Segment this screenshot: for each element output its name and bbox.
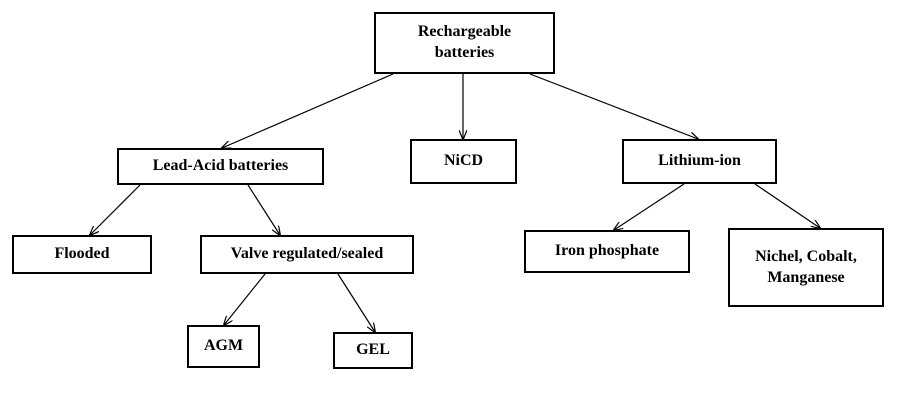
node-flooded: Flooded (12, 235, 152, 274)
node-lead-acid-batteries: Lead-Acid batteries (117, 148, 324, 185)
node-gel: GEL (333, 332, 413, 369)
arrow-valve-to-gel (337, 273, 375, 332)
node-label: Lead-Acid batteries (152, 157, 289, 175)
node-label: Iron phosphate (554, 242, 660, 260)
node-label: Rechargeable batteries (417, 23, 512, 61)
node-agm: AGM (187, 325, 260, 368)
node-label: NiCD (443, 152, 484, 170)
arrow-lead-acid-to-flooded (90, 184, 141, 235)
node-label: GEL (356, 341, 390, 359)
node-nicd: NiCD (410, 139, 517, 184)
node-label: Valve regulated/sealed (230, 245, 384, 263)
node-label: Flooded (54, 245, 110, 263)
arrow-valve-to-agm (224, 273, 266, 325)
arrow-lithium-to-iron-phosphate (614, 183, 685, 230)
node-label: Nichel, Cobalt, Manganese (755, 247, 857, 286)
arrow-root-to-lithium-ion (529, 73, 698, 139)
node-label: Lithium-ion (658, 152, 741, 170)
node-iron-phosphate: Iron phosphate (524, 230, 690, 273)
node-nickel-cobalt-manganese: Nichel, Cobalt, Manganese (728, 228, 884, 307)
arrow-lead-acid-to-valve (247, 184, 280, 235)
node-label: AGM (203, 337, 244, 355)
arrow-lithium-to-nmc (754, 183, 820, 228)
node-valve-regulated-sealed: Valve regulated/sealed (200, 235, 414, 274)
node-rechargeable-batteries: Rechargeable batteries (374, 12, 555, 74)
arrow-root-to-lead-acid (222, 73, 394, 148)
node-lithium-ion: Lithium-ion (622, 139, 777, 184)
